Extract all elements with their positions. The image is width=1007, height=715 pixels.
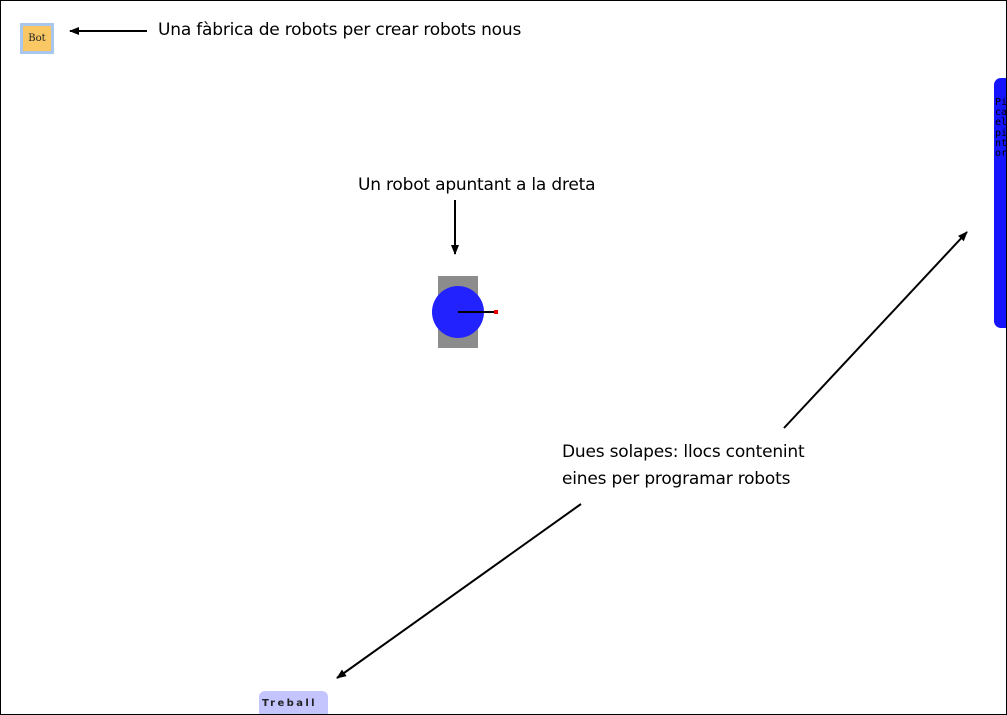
robot-factory-icon[interactable]: Bot: [20, 23, 54, 54]
tab-painter[interactable]: Pica el pintor: [994, 78, 1007, 328]
robot-callout-text: Un robot apuntant a la dreta: [358, 175, 596, 195]
tab-painter-label: Pica el pintor: [994, 97, 1007, 160]
robot-factory-label: Bot: [28, 33, 46, 44]
tabs-callout-line-2: eines per programar robots: [562, 469, 791, 489]
tab-work-label: Treball: [262, 698, 317, 709]
factory-callout-text: Una fàbrica de robots per crear robots n…: [158, 20, 522, 40]
robot-direction-pointer: [458, 311, 495, 313]
robot-pointer-tip: [494, 310, 498, 314]
tab-work[interactable]: Treball: [259, 691, 328, 714]
robot-icon[interactable]: [432, 276, 498, 348]
tabs-callout-text: Dues solapes: llocs contenint eines per …: [562, 439, 805, 493]
tabs-callout-line-1: Dues solapes: llocs contenint: [562, 442, 805, 462]
